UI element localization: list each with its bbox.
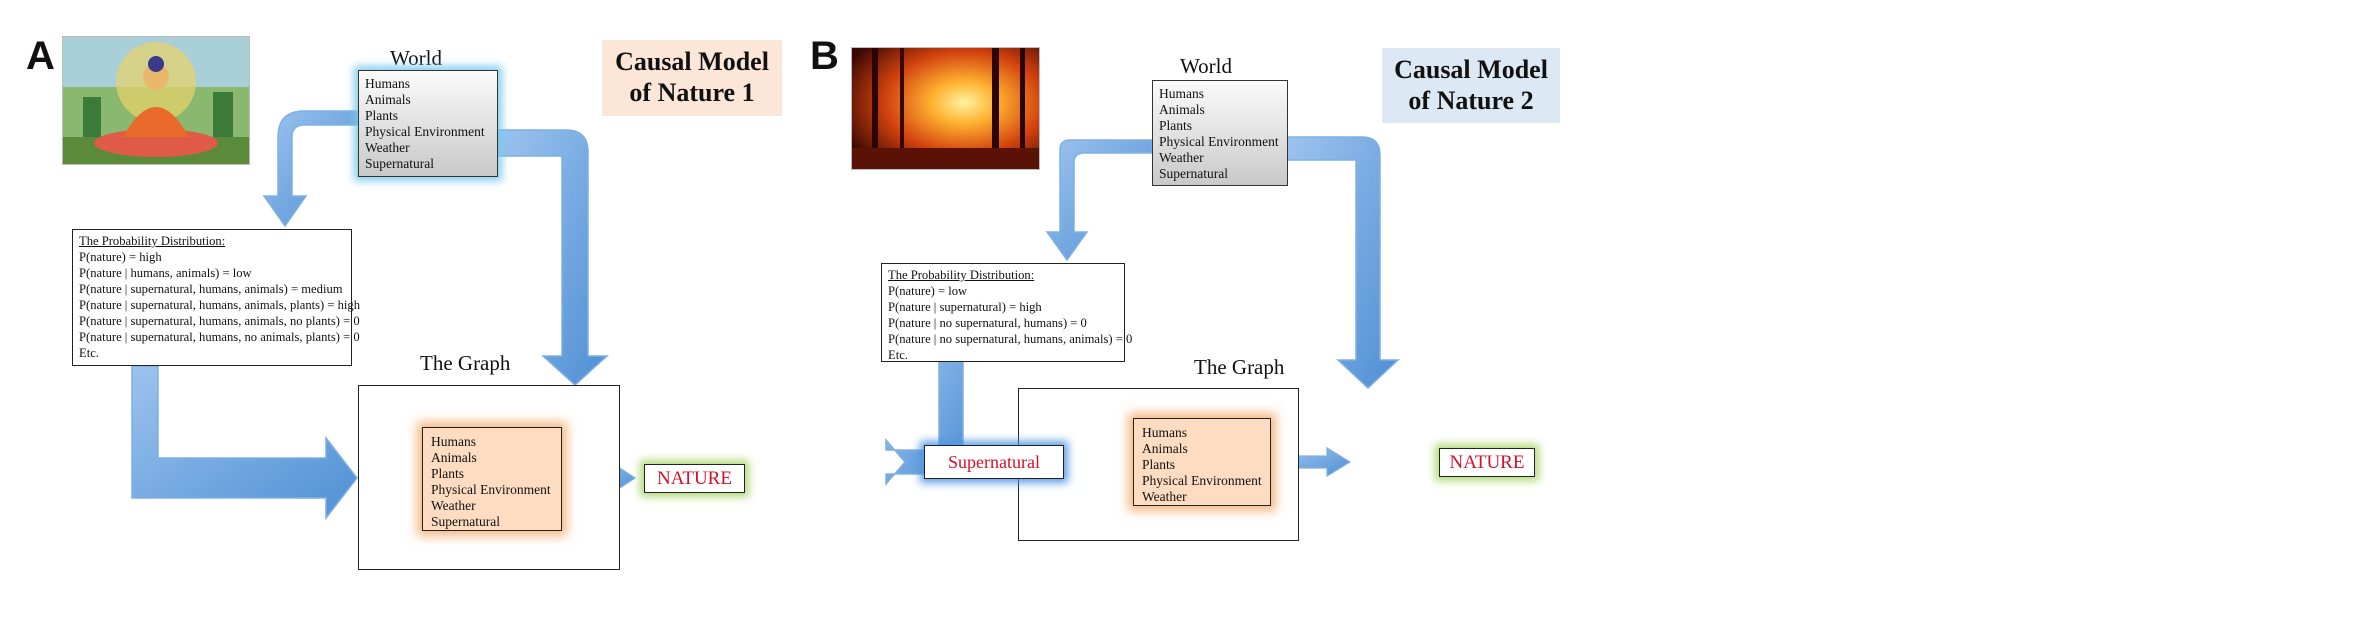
arrow-distribution-to-graph — [131, 365, 358, 521]
graph-item: Plants — [1142, 457, 1176, 472]
world-item: Physical Environment — [1159, 134, 1279, 149]
graph-item: Plants — [431, 466, 465, 481]
distribution-line: P(nature) = low — [888, 284, 968, 298]
world-item: Plants — [365, 108, 399, 123]
world-label: World — [390, 46, 442, 70]
buddha-painting-image — [62, 36, 250, 165]
graph-item: Physical Environment — [431, 482, 551, 497]
distribution-line: P(nature | supernatural) = high — [888, 300, 1042, 314]
graph-item: Weather — [431, 498, 476, 513]
distribution-title: The Probability Distribution: — [888, 268, 1035, 282]
world-item: Weather — [365, 140, 410, 155]
model-title: Causal Model of Nature 1 — [602, 40, 782, 116]
nature-node: NATURE — [644, 464, 745, 493]
sunlit-forest-image — [851, 47, 1040, 170]
graph-item: Physical Environment — [1142, 473, 1262, 488]
probability-distribution-box: The Probability Distribution: P(nature) … — [881, 263, 1133, 362]
world-box: Humans Animals Plants Physical Environme… — [358, 70, 498, 177]
graph-label: The Graph — [420, 351, 511, 375]
world-item: Plants — [1159, 118, 1193, 133]
arrow-world-to-distribution — [262, 110, 359, 228]
distribution-line: P(nature | no supernatural, humans, anim… — [888, 332, 1133, 346]
model-title: Causal Model of Nature 2 — [1382, 48, 1560, 123]
distribution-line: P(nature | supernatural, humans, animals… — [79, 298, 361, 312]
arrow-world-to-graph — [497, 129, 609, 387]
distribution-line: P(nature | supernatural, humans, animals… — [79, 314, 360, 328]
nature-node: NATURE — [1439, 448, 1535, 477]
world-item: Animals — [1159, 102, 1205, 117]
world-item: Supernatural — [365, 156, 434, 171]
graph-item: Humans — [431, 434, 476, 449]
arrow-world-to-distribution — [1694, 138, 1710, 156]
world-item: Animals — [365, 92, 411, 107]
distribution-line: P(nature) = high — [79, 250, 162, 264]
graph-node-world-factors: Humans Animals Plants Physical Environme… — [422, 427, 562, 531]
panel-letter: A — [26, 34, 55, 78]
graph-item: Supernatural — [431, 514, 500, 529]
world-item: Weather — [1159, 150, 1204, 165]
panel-b: B World Humans Animals Plants Physical E… — [787, 0, 1574, 622]
distribution-line: P(nature | humans, animals) = low — [79, 266, 252, 280]
graph-item: Animals — [431, 450, 477, 465]
panel-letter: B — [810, 34, 839, 78]
arrow-world-to-graph — [1286, 136, 1400, 390]
model-title-line1: Causal Model — [1394, 55, 1548, 84]
distribution-line: P(nature | supernatural, humans, animals… — [79, 282, 343, 296]
world-item: Supernatural — [1159, 166, 1228, 181]
model-title-line2: of Nature 1 — [629, 78, 755, 107]
distribution-line: P(nature | no supernatural, humans) = 0 — [888, 316, 1087, 330]
world-item: Humans — [1159, 86, 1204, 101]
graph-item: Animals — [1142, 441, 1188, 456]
model-title-line2: of Nature 2 — [1408, 86, 1534, 115]
probability-distribution-box: The Probability Distribution: P(nature) … — [72, 229, 361, 366]
model-title-line1: Causal Model — [615, 47, 769, 76]
distribution-title: The Probability Distribution: — [79, 234, 226, 248]
supernatural-node: Supernatural — [924, 445, 1064, 479]
flow-arrows — [1574, 0, 2361, 622]
world-item: Physical Environment — [365, 124, 485, 139]
world-item: Humans — [365, 76, 410, 91]
distribution-line: P(nature | supernatural, humans, no anim… — [79, 330, 360, 344]
distribution-line: Etc. — [79, 346, 99, 360]
graph-label: The Graph — [1194, 355, 1285, 379]
arrow-world-to-distribution — [1045, 139, 1153, 262]
distribution-line: Etc. — [888, 348, 908, 362]
world-label: World — [1180, 54, 1232, 78]
panel-c — [1574, 0, 2361, 622]
graph-item: Humans — [1142, 425, 1187, 440]
graph-node-world-factors: Humans Animals Plants Physical Environme… — [1133, 418, 1271, 506]
world-box: Humans Animals Plants Physical Environme… — [1152, 80, 1288, 186]
panel-a: A World Humans Animals Plants Physical E… — [0, 0, 787, 622]
graph-item: Weather — [1142, 489, 1187, 504]
